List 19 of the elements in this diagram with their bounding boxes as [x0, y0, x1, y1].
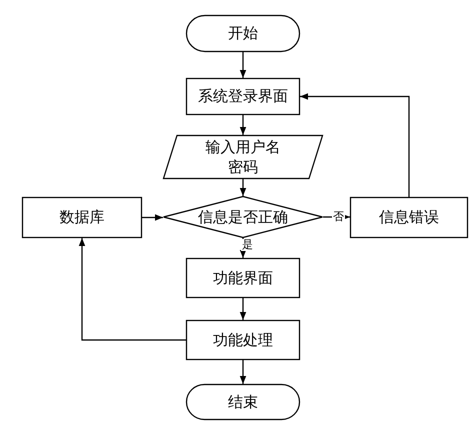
decision-diamond: 信息是否正确 — [163, 196, 323, 238]
process-box: 功能界面 — [186, 258, 300, 298]
process-box: 系统登录界面 — [186, 78, 300, 115]
edge-label: 是 — [241, 239, 254, 251]
arrow — [240, 52, 246, 78]
process-box: 数据库 — [22, 197, 142, 238]
end-terminal: 结束 — [186, 384, 300, 420]
arrow — [78, 238, 186, 341]
edge-label: 否 — [332, 211, 345, 223]
arrow — [142, 214, 163, 221]
arrow — [240, 360, 246, 384]
arrow — [240, 298, 246, 320]
process-box: 功能处理 — [186, 320, 300, 360]
arrow — [240, 115, 246, 135]
input-parallelogram: 输入用户名密码 — [163, 135, 323, 179]
process-box: 信息错误 — [350, 197, 468, 238]
arrow — [240, 179, 246, 196]
start-terminal: 开始 — [186, 15, 300, 52]
arrow — [300, 93, 410, 197]
